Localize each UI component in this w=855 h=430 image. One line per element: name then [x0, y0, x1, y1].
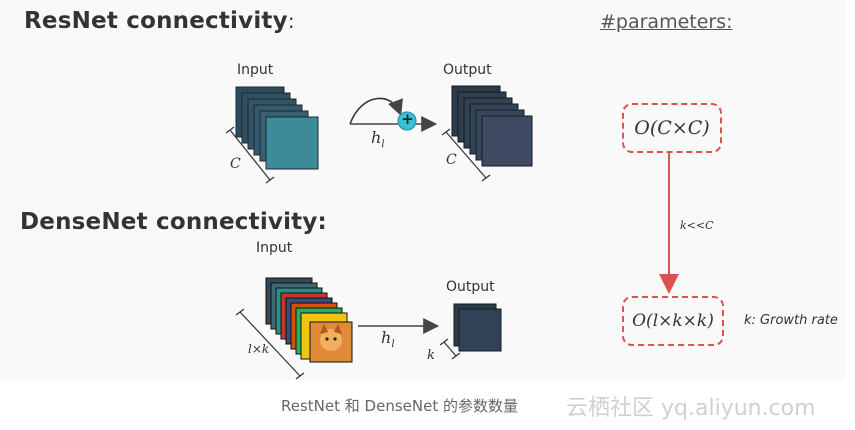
- densenet-title: DenseNet connectivity:: [20, 209, 327, 235]
- densenet-output-label: Output: [446, 279, 495, 295]
- figure-caption: RestNet 和 DenseNet 的参数数量: [281, 397, 518, 415]
- parameters-heading: #parameters:: [600, 11, 733, 33]
- resnet-output-dim-line: [445, 131, 487, 179]
- densenet-output-dim: k: [427, 348, 435, 363]
- resnet-input-label: Input: [237, 62, 274, 78]
- resnet-skip-arrow: [349, 97, 403, 125]
- plus-symbol: +: [401, 110, 414, 128]
- slide: [0, 0, 846, 380]
- resnet-op-label: hl: [371, 128, 385, 151]
- watermark: 云栖社区 yq.aliyun.com: [566, 396, 816, 421]
- resnet-params-formula: O(C×C): [622, 103, 722, 153]
- densenet-input-label: Input: [256, 240, 293, 256]
- densenet-input-stack: [265, 277, 353, 363]
- densenet-params-formula: O(l×k×k): [622, 296, 724, 346]
- resnet-output-dim: C: [446, 152, 457, 168]
- plus-icon: [397, 111, 417, 131]
- resnet-input-dim: C: [230, 156, 241, 172]
- resnet-input-stack: [235, 86, 319, 170]
- densenet-input-dim-line: [239, 311, 301, 377]
- resnet-title: ResNet connectivity:: [24, 8, 295, 34]
- densenet-output-stack: [453, 303, 502, 352]
- densenet-output-dim-line: [443, 341, 457, 357]
- densenet-op-label: hl: [381, 328, 395, 351]
- growth-rate-note: k: Growth rate: [744, 313, 838, 328]
- reduction-label: k<<C: [680, 219, 714, 232]
- resnet-input-dim-line: [229, 129, 271, 181]
- resnet-output-label: Output: [443, 62, 492, 78]
- resnet-output-stack: [451, 85, 533, 167]
- densenet-input-dim: l×k: [248, 342, 270, 356]
